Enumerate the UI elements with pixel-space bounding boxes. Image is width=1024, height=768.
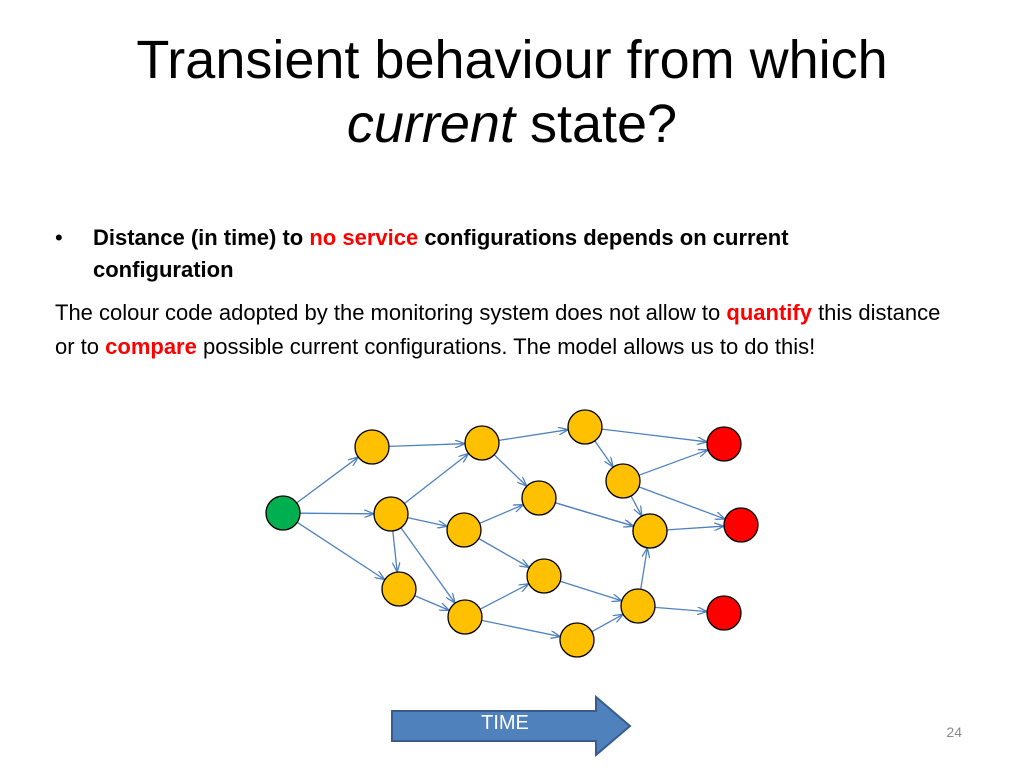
- node-g-transient: [521, 480, 557, 516]
- title-line-1: Transient behaviour from which: [136, 30, 888, 90]
- node-n-transient: [559, 622, 595, 658]
- node-r1-no-service: [706, 426, 742, 462]
- edge-g-l: [555, 502, 632, 526]
- edge-m-l: [640, 549, 648, 590]
- edge-c-h: [400, 527, 455, 603]
- paragraph-highlight-quantify: quantify: [726, 300, 812, 325]
- edge-i-r2: [638, 486, 724, 519]
- edge-b-d: [498, 430, 567, 442]
- edge-n-m: [591, 615, 623, 633]
- edge-c-f: [407, 516, 447, 527]
- body-paragraph: The colour code adopted by the monitorin…: [55, 296, 965, 364]
- edge-h-n: [481, 619, 560, 636]
- node-e-transient: [381, 571, 417, 607]
- edge-i-l: [630, 495, 641, 515]
- bullet-point: • Distance (in time) to no service confi…: [55, 222, 935, 286]
- title-line-2-rest: state?: [514, 94, 678, 154]
- paragraph-part-2: this distance or to: [55, 300, 941, 359]
- title-line-2: current state?: [60, 92, 964, 156]
- node-j-transient: [526, 558, 562, 594]
- paragraph-part-3: possible current configurations. The mod…: [196, 334, 816, 359]
- node-d-transient: [567, 409, 603, 445]
- nodes-layer: [265, 409, 759, 658]
- node-r2-no-service: [723, 507, 759, 543]
- edge-a-b: [388, 444, 464, 447]
- time-label: TIME: [481, 712, 529, 734]
- edge-h-j: [479, 584, 528, 610]
- edges-layer: [296, 428, 724, 636]
- slide-title: Transient behaviour from which current s…: [60, 28, 964, 156]
- edge-f-j: [478, 537, 529, 568]
- edge-c-b: [404, 454, 467, 505]
- bullet-text-part-2: configurations depends on current config…: [93, 225, 789, 282]
- node-a-transient: [354, 429, 390, 465]
- bullet-text-part-1: Distance (in time) to: [93, 225, 310, 250]
- bullet-text: Distance (in time) to no service configu…: [93, 222, 935, 286]
- edge-d-i: [594, 440, 613, 466]
- bullet-highlight: no service: [309, 225, 419, 250]
- bullet-marker: •: [55, 225, 63, 250]
- title-emphasis: current: [346, 94, 515, 154]
- edge-d-r1: [601, 428, 706, 442]
- edge-l-r2: [666, 526, 723, 530]
- node-m-transient: [620, 588, 656, 624]
- node-r3-no-service: [706, 595, 742, 631]
- node-b-transient: [464, 425, 500, 461]
- edge-c-e: [392, 530, 397, 571]
- node-i-transient: [605, 463, 641, 499]
- node-h-transient: [447, 599, 483, 635]
- edge-j-m: [560, 580, 621, 600]
- time-arrow-icon: [391, 695, 632, 757]
- edge-s-c: [299, 513, 373, 514]
- edge-s-e: [296, 521, 384, 579]
- node-f-transient: [446, 512, 482, 548]
- node-l-transient: [632, 513, 668, 549]
- node-c-transient: [373, 496, 409, 532]
- edge-i-r1: [638, 450, 707, 476]
- edge-e-h: [414, 595, 449, 610]
- edge-s-a: [296, 458, 358, 504]
- node-s-start: [265, 495, 301, 531]
- paragraph-highlight-compare: compare: [105, 334, 197, 359]
- paragraph-part-1: The colour code adopted by the monitorin…: [55, 300, 727, 325]
- edge-f-g: [479, 505, 523, 524]
- edge-b-g: [493, 454, 526, 486]
- edge-m-r3: [654, 606, 706, 611]
- slide-number: 24: [946, 724, 962, 740]
